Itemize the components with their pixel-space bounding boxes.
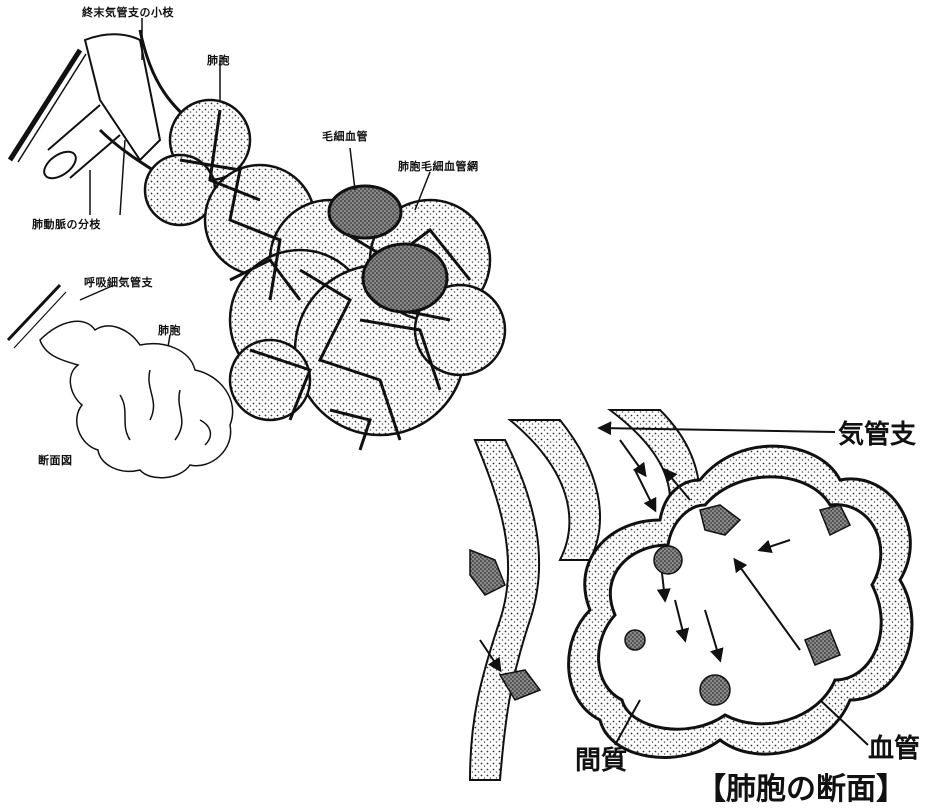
simple-alveolus-drawing [8, 285, 233, 478]
label-alveolus-top: 肺胞 [207, 52, 230, 68]
label-interstitium: 間質 [575, 740, 627, 777]
label-blood-vessel: 血管 [868, 728, 920, 765]
label-bronchus: 気管支 [838, 414, 916, 451]
label-capillary-network: 肺胞毛細血管網 [398, 158, 479, 174]
label-alveolus-small: 肺胞 [158, 322, 181, 338]
label-capillary: 毛細血管 [322, 128, 368, 144]
label-respiratory-bronchiole: 呼吸細気管支 [84, 274, 153, 290]
label-bronchiole-branch: 終末気管支の小枝 [82, 4, 174, 20]
figure-title: 【肺胞の断面】 [696, 764, 906, 808]
label-cross-section: 断面図 [38, 452, 73, 468]
label-pulmonary-artery-branch: 肺動脈の分枝 [32, 216, 101, 232]
